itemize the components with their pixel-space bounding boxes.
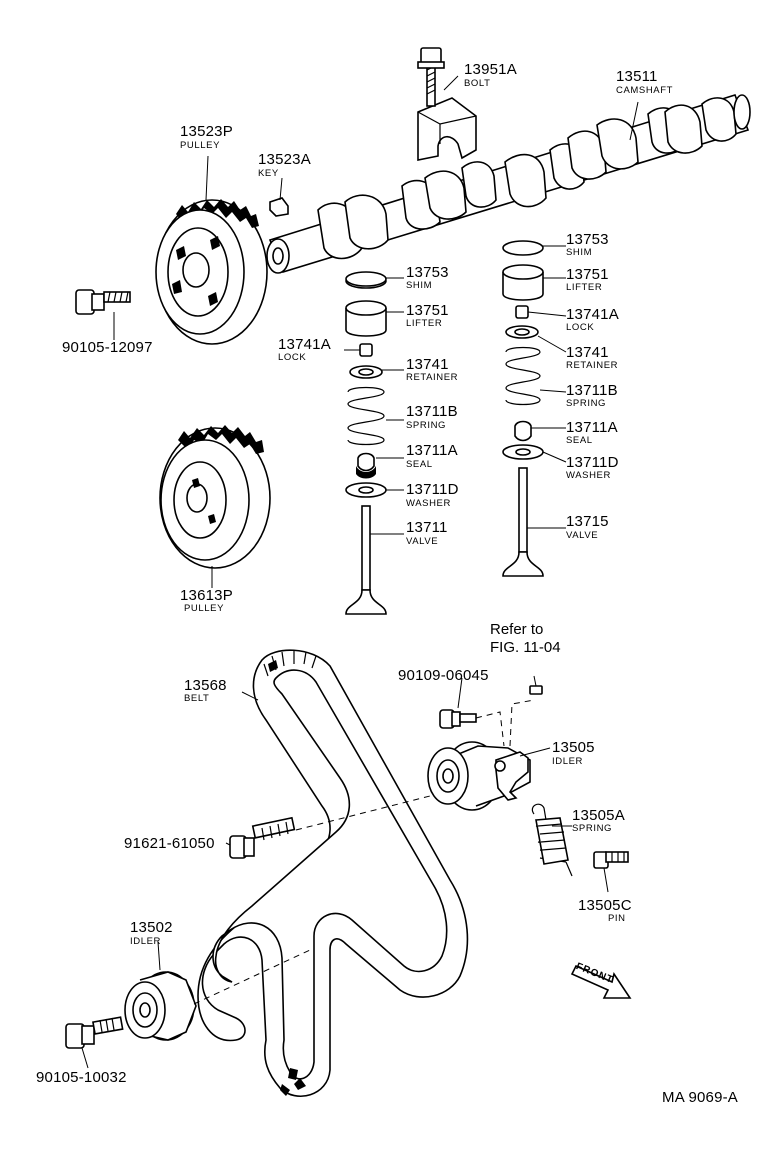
part-name-spring-idler: SPRING: [572, 823, 613, 834]
crank-pulley-drawing: [159, 425, 271, 569]
part-number-90105-12097: 90105-12097: [62, 339, 153, 356]
idler-bolt-drawing: [439, 685, 543, 729]
part-name-idler: IDLER: [552, 756, 583, 767]
part-number-13751-right: 13751: [566, 266, 609, 283]
part-number-13951a: 13951A: [464, 61, 517, 78]
part-number-13711a-right: 13711A: [566, 419, 618, 436]
part-number-13741-right: 13741: [566, 344, 609, 361]
camshaft-drawing: [266, 94, 751, 274]
part-number-13613p: 13613P: [180, 587, 233, 604]
part-number-13741-left: 13741: [406, 356, 449, 373]
part-name-key: KEY: [258, 168, 279, 179]
valve-stack-left-drawing: [345, 271, 387, 615]
part-name-lifter-left: LIFTER: [406, 318, 443, 329]
part-number-13741a-right: 13741A: [566, 306, 619, 323]
pulley-bolt-drawing: [75, 289, 131, 315]
part-number-13711: 13711: [406, 519, 448, 536]
part-number-13741a-left: 13741A: [278, 336, 331, 353]
part-name-pulley: PULLEY: [180, 140, 221, 151]
part-number-13711a-left: 13711A: [406, 442, 458, 459]
part-name-belt: BELT: [184, 693, 210, 704]
part-number-13523a: 13523A: [258, 151, 311, 168]
part-name-seal-left: SEAL: [406, 459, 433, 470]
part-number-13505a: 13505A: [572, 807, 625, 824]
part-name-washer-right: WASHER: [566, 470, 611, 481]
part-name-retainer-right: RETAINER: [566, 360, 619, 371]
part-name-spring-left: SPRING: [406, 420, 447, 431]
part-name-valve-left: VALVE: [406, 536, 439, 547]
tensioner-idler-drawing: [427, 741, 531, 811]
part-name-shim-left: SHIM: [406, 280, 433, 291]
pin-drawing: [593, 851, 629, 869]
part-name-lock-right: LOCK: [566, 322, 595, 333]
bearing-cap-drawing: [417, 47, 477, 161]
part-number-13505c: 13505C: [578, 897, 632, 914]
part-number-13502: 13502: [130, 919, 173, 936]
part-name-camshaft: CAMSHAFT: [616, 85, 674, 96]
assembly-lines: [193, 699, 535, 1005]
valve-stack-right-drawing: [502, 240, 544, 577]
part-number-13715: 13715: [566, 513, 609, 530]
part-name-retainer-left: RETAINER: [406, 372, 459, 383]
part-number-13753-right: 13753: [566, 231, 609, 248]
part-name-pulley-lower: PULLEY: [184, 603, 225, 614]
part-number-13711d-left: 13711D: [406, 481, 459, 498]
part-number-13711b-right: 13711B: [566, 382, 618, 399]
reference-line2: FIG. 11-04: [490, 639, 561, 656]
part-number-13753-left: 13753: [406, 264, 449, 281]
leader-lines: [81, 75, 639, 1069]
part-number-13568: 13568: [184, 677, 227, 694]
reference-line1: Refer to: [490, 621, 544, 638]
part-number-91621-61050: 91621-61050: [124, 835, 215, 852]
part-name-seal-right: SEAL: [566, 435, 593, 446]
part-name-bolt: BOLT: [464, 78, 491, 89]
part-number-90109-06045: 90109-06045: [398, 667, 489, 684]
lower-idler-drawing: [124, 971, 197, 1041]
part-name-shim-right: SHIM: [566, 247, 593, 258]
camshaft-pulley-drawing: [155, 197, 289, 345]
part-number-13751-left: 13751: [406, 302, 449, 319]
part-name-lock-left: LOCK: [278, 352, 307, 363]
part-name-pin: PIN: [608, 913, 626, 924]
part-name-lifter-right: LIFTER: [566, 282, 603, 293]
tensioner-spring-drawing: [531, 803, 573, 877]
part-name-idler-lower: IDLER: [130, 936, 161, 947]
part-number-13523p: 13523P: [180, 123, 233, 140]
part-number-13511: 13511: [616, 68, 658, 85]
part-number-13711d-right: 13711D: [566, 454, 619, 471]
part-name-valve-right: VALVE: [566, 530, 599, 541]
diagram-code: MA 9069-A: [662, 1089, 739, 1106]
part-number-90105-10032: 90105-10032: [36, 1069, 127, 1086]
long-bolt-drawing: [229, 816, 296, 859]
part-number-13711b-left: 13711B: [406, 403, 458, 420]
timing-belt-drawing: [197, 649, 469, 1097]
part-name-spring-right: SPRING: [566, 398, 607, 409]
front-arrow-icon: [570, 964, 632, 999]
lower-idler-bolt-drawing: [65, 1016, 124, 1049]
part-number-13505: 13505: [552, 739, 595, 756]
part-name-washer-left: WASHER: [406, 498, 451, 509]
